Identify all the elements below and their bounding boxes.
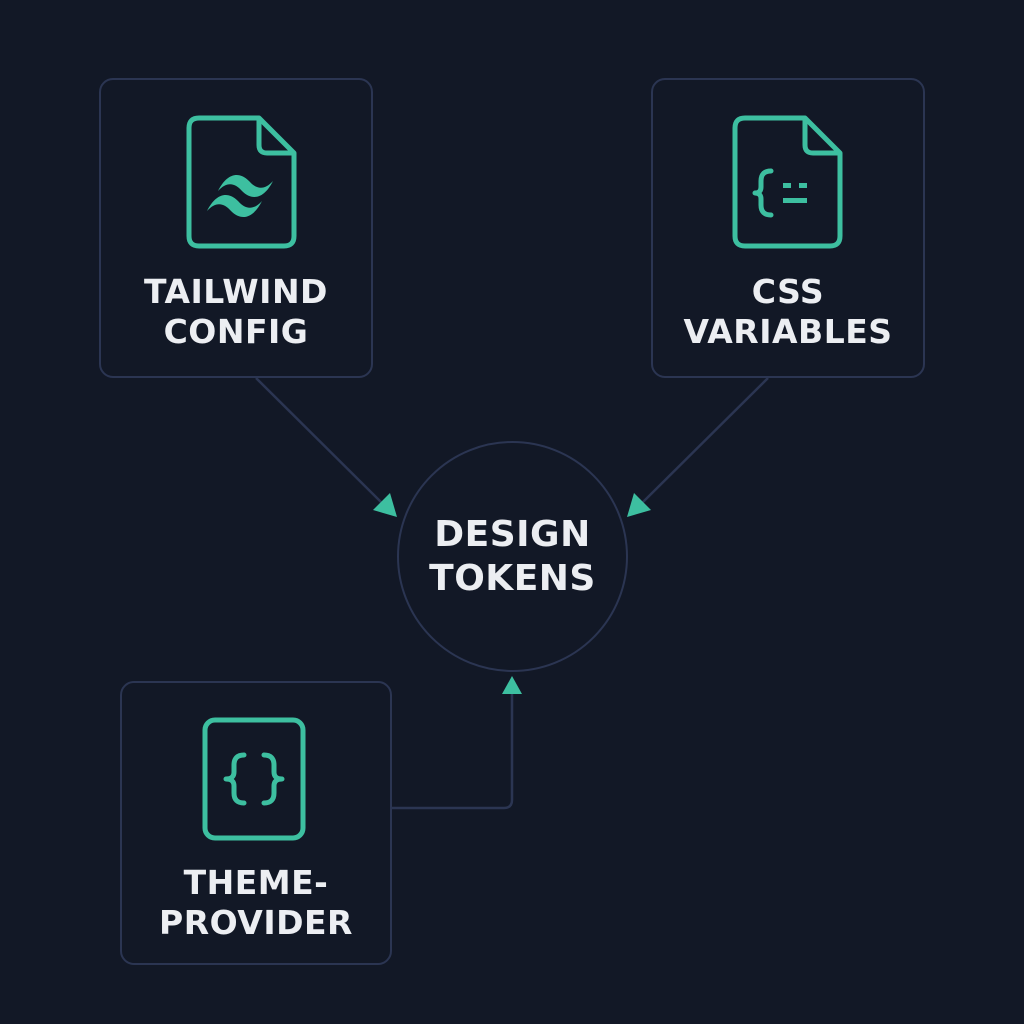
node-label: THEME- PROVIDER xyxy=(159,863,353,942)
arrowhead-css xyxy=(627,493,651,517)
connector-css xyxy=(641,377,769,504)
connector-theme xyxy=(392,694,514,810)
hub-label: DESIGN TOKENS xyxy=(429,514,596,599)
node-tailwind-config: TAILWIND CONFIG xyxy=(99,78,373,378)
css-file-icon xyxy=(732,115,843,249)
arrowhead-theme xyxy=(502,676,522,694)
arrowhead-tailwind xyxy=(373,493,397,517)
node-label: TAILWIND CONFIG xyxy=(144,272,328,351)
tailwind-file-icon xyxy=(186,115,297,249)
braces-icon xyxy=(202,717,306,841)
connector-tailwind xyxy=(255,377,383,504)
node-label: CSS VARIABLES xyxy=(683,272,893,351)
node-css-variables: CSS VARIABLES xyxy=(651,78,925,378)
node-theme-provider: THEME- PROVIDER xyxy=(120,681,392,965)
hub-design-tokens: DESIGN TOKENS xyxy=(397,441,628,672)
